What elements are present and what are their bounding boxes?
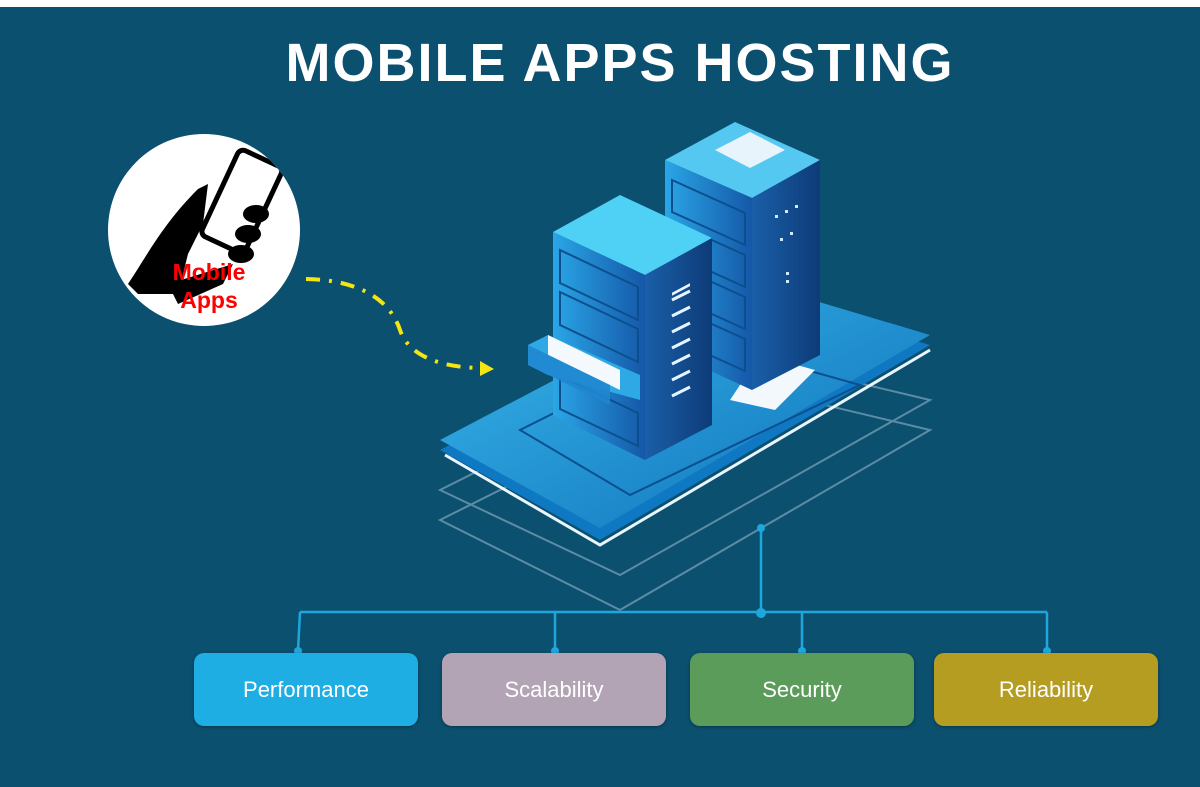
feature-box-security: Security — [690, 653, 914, 726]
mobile-apps-label: Mobile Apps — [172, 259, 246, 313]
connector-dots — [294, 524, 1051, 655]
page-title: MOBILE APPS HOSTING — [285, 33, 955, 93]
mobile-apps-badge — [108, 134, 300, 326]
dashed-arrow-icon — [305, 277, 494, 376]
top-border — [0, 0, 1200, 7]
feature-box-scalability: Scalability — [442, 653, 666, 726]
feature-box-performance: Performance — [194, 653, 418, 726]
hand-holding-phone-icon — [128, 147, 285, 304]
server-front-icon — [528, 195, 712, 460]
connector-lines — [296, 528, 1049, 652]
feature-box-reliability: Reliability — [934, 653, 1158, 726]
